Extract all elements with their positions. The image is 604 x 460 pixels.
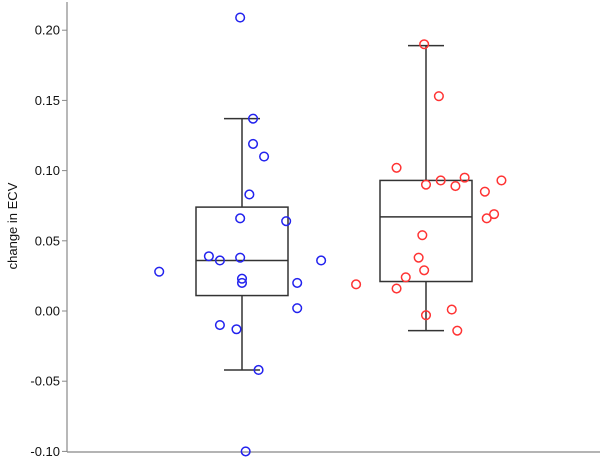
data-point	[420, 310, 432, 321]
axes: -0.10 -0.05 0.00 0.05 0.10 0.15 0.20	[30, 2, 600, 459]
data-point	[316, 255, 327, 266]
data-point	[433, 91, 444, 102]
data-point	[420, 179, 432, 190]
data-point	[459, 172, 470, 183]
data-point	[450, 180, 461, 192]
data-point	[281, 216, 292, 227]
y-tick-label: -0.10	[30, 444, 60, 459]
data-point	[214, 319, 225, 331]
y-tick-label: 0.00	[35, 304, 60, 319]
data-point	[231, 324, 242, 335]
data-point	[235, 252, 246, 263]
data-point	[419, 39, 430, 50]
data-point	[214, 255, 225, 266]
data-point	[292, 303, 303, 314]
y-tick-label: 0.10	[35, 163, 60, 178]
data-point	[479, 186, 490, 197]
data-point	[417, 230, 428, 241]
data-point	[259, 151, 270, 162]
data-point	[391, 162, 402, 173]
data-point	[247, 113, 259, 124]
data-point	[203, 251, 214, 262]
data-point	[235, 12, 246, 23]
y-tick-label: -0.05	[30, 374, 60, 389]
points	[154, 12, 507, 457]
data-point	[236, 273, 248, 284]
data-point	[351, 279, 362, 290]
data-point	[292, 277, 303, 288]
boxes	[195, 44, 473, 371]
data-point	[452, 325, 463, 336]
data-point	[240, 446, 251, 457]
y-tick-label: 0.05	[35, 233, 60, 248]
y-tick-label: 0.15	[35, 93, 60, 108]
data-point	[481, 213, 492, 224]
data-point	[419, 265, 430, 276]
data-point	[496, 175, 507, 186]
data-point	[435, 175, 446, 186]
iqr-box	[195, 206, 289, 297]
data-point	[244, 189, 255, 200]
data-point	[154, 266, 165, 277]
data-point	[253, 364, 264, 376]
data-point	[446, 304, 457, 315]
data-point	[413, 252, 424, 263]
data-point	[235, 213, 246, 224]
data-point	[247, 138, 259, 149]
data-point	[400, 272, 411, 283]
data-point	[236, 277, 248, 288]
y-tick-label: 0.20	[35, 23, 60, 38]
data-point	[391, 283, 402, 294]
y-axis-label: change in ECV	[5, 182, 20, 269]
data-point	[489, 209, 500, 220]
